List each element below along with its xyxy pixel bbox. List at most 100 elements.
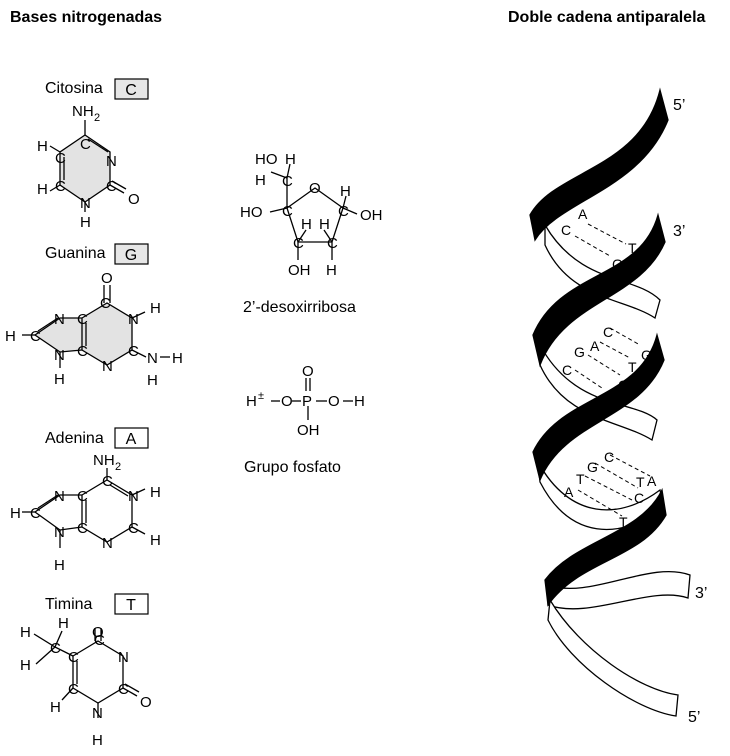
- svg-text:C: C: [68, 649, 79, 666]
- svg-text:H: H: [150, 300, 161, 317]
- strand-ribbon-4: [547, 570, 691, 610]
- pair-10-left: T: [576, 471, 585, 487]
- svg-text:N: N: [128, 311, 139, 328]
- svg-text:H: H: [255, 172, 266, 189]
- svg-text:H: H: [54, 557, 65, 574]
- svg-text:H: H: [150, 532, 161, 549]
- svg-text:C: C: [282, 203, 293, 220]
- svg-text:H: H: [50, 699, 61, 716]
- svg-text:C: C: [30, 505, 41, 522]
- strand-ribbon-2: [539, 344, 658, 442]
- svg-text:C: C: [80, 136, 91, 153]
- svg-text:N: N: [54, 311, 65, 328]
- svg-text:O: O: [328, 393, 340, 410]
- strand-black-2: [532, 212, 666, 368]
- svg-text:H: H: [20, 624, 31, 641]
- pair-2-left: A: [578, 206, 588, 222]
- strand-black-4: [544, 487, 667, 607]
- svg-text:H: H: [80, 214, 91, 231]
- pair-9-right: T: [619, 514, 628, 530]
- end-label-5prime-bottom: 5’: [688, 709, 700, 726]
- pair-1-right: G: [612, 256, 623, 272]
- adenine-label: Adenina: [45, 430, 104, 447]
- svg-text:OH: OH: [360, 207, 383, 224]
- svg-text:C: C: [94, 632, 105, 649]
- thymine-structure: Timina T O C N C O N H C C H C H H H: [20, 593, 152, 749]
- svg-text:C: C: [100, 295, 111, 312]
- svg-text:NH: NH: [72, 103, 94, 120]
- svg-text:±: ±: [258, 390, 264, 402]
- pair-6-right: G: [641, 347, 652, 363]
- strand-ribbon-5: [547, 597, 679, 717]
- heading-antiparallel-strand: Doble cadena antiparalela: [508, 9, 706, 26]
- svg-text:C: C: [77, 343, 88, 360]
- svg-text:N: N: [54, 488, 65, 505]
- svg-text:N: N: [80, 195, 91, 212]
- svg-text:C: C: [338, 203, 349, 220]
- pair-3-left: C: [562, 362, 572, 378]
- strand-black-3: [532, 332, 665, 483]
- thymine-letter: T: [126, 597, 136, 614]
- svg-text:H: H: [326, 262, 337, 279]
- svg-text:H: H: [58, 615, 69, 632]
- cytosine-label: Citosina: [45, 80, 103, 97]
- pair-1-left: C: [561, 222, 571, 238]
- svg-text:O: O: [128, 191, 140, 208]
- svg-text:P: P: [302, 393, 312, 410]
- svg-text:H: H: [20, 657, 31, 674]
- svg-text:C: C: [55, 178, 66, 195]
- svg-text:H: H: [54, 371, 65, 388]
- svg-text:H: H: [150, 484, 161, 501]
- thymine-badge: [114, 593, 149, 615]
- svg-text:C: C: [128, 520, 139, 537]
- pair-8-left: G: [587, 459, 598, 475]
- svg-text:N: N: [128, 488, 139, 505]
- svg-text:H: H: [147, 372, 158, 389]
- svg-text:H: H: [37, 138, 48, 155]
- cytosine-letter: C: [125, 82, 137, 99]
- strand-ribbon-1: [544, 222, 661, 320]
- dna-double-helix: C G A T C G G C A T C G C T G C A T T A …: [529, 87, 707, 726]
- svg-text:O: O: [309, 180, 321, 197]
- pair-6-left: C: [603, 324, 613, 340]
- svg-text:H: H: [92, 732, 103, 749]
- pair-5-right: T: [628, 359, 637, 375]
- pair-9-left: A: [564, 484, 574, 500]
- svg-text:H: H: [301, 216, 312, 233]
- svg-text:H: H: [37, 181, 48, 198]
- cytosine-badge: [114, 78, 149, 100]
- svg-text:HO: HO: [240, 204, 263, 221]
- svg-text:OH: OH: [297, 422, 320, 439]
- pair-5-left: A: [590, 338, 600, 354]
- svg-text:C: C: [77, 488, 88, 505]
- end-label-5prime-top: 5’: [673, 97, 685, 114]
- svg-text:N: N: [102, 358, 113, 375]
- guanine-label: Guanina: [45, 245, 106, 262]
- svg-text:C: C: [30, 328, 41, 345]
- svg-text:O: O: [101, 270, 113, 287]
- guanine-badge: [114, 243, 149, 265]
- svg-text:O: O: [92, 624, 104, 641]
- svg-text:HO: HO: [255, 151, 278, 168]
- svg-text:H: H: [319, 216, 330, 233]
- pair-8-right: C: [634, 490, 644, 506]
- phosphate-label: Grupo fosfato: [244, 459, 341, 476]
- svg-text:H: H: [354, 393, 365, 410]
- guanine-letter: G: [125, 247, 137, 264]
- svg-text:C: C: [118, 681, 129, 698]
- cytosine-ring: [60, 135, 110, 202]
- svg-text:C: C: [68, 681, 79, 698]
- svg-text:C: C: [77, 311, 88, 328]
- svg-text:C: C: [102, 473, 113, 490]
- strand-black-1: [529, 87, 669, 242]
- svg-text:C: C: [106, 178, 117, 195]
- svg-text:NH: NH: [93, 452, 115, 469]
- svg-text:O: O: [281, 393, 293, 410]
- svg-text:N: N: [54, 524, 65, 541]
- pair-2-right: T: [628, 240, 637, 256]
- deoxyribose-label: 2’-desoxirribosa: [243, 299, 356, 316]
- pair-4-left: G: [574, 344, 585, 360]
- svg-text:C: C: [55, 150, 66, 167]
- svg-text:C: C: [128, 343, 139, 360]
